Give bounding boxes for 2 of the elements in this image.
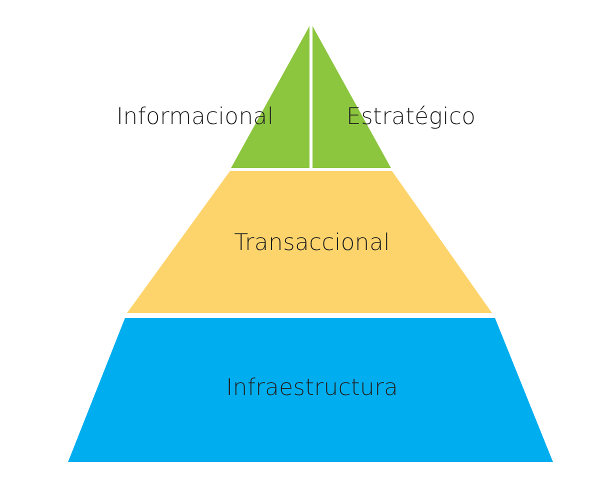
segment-label: Infraestructura [226, 375, 398, 401]
segment-label: Transaccional [234, 230, 390, 256]
